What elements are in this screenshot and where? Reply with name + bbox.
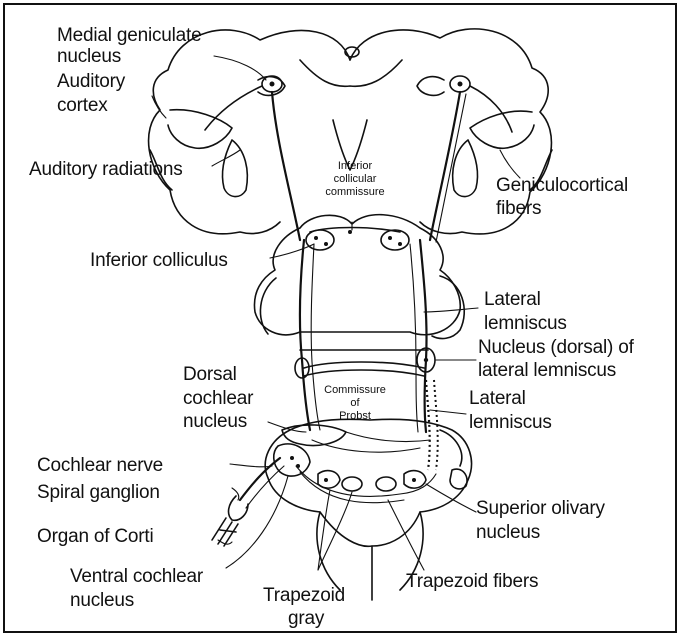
label-commissure-probst-line1: Commissure (320, 384, 390, 396)
label-inferior-colliculus: Inferior colliculus (90, 249, 228, 272)
left-lateral-lemniscus-inner (311, 244, 320, 430)
label-trapezoid-gray-line1: Trapezoid (263, 584, 345, 607)
label-organ-of-corti: Organ of Corti (37, 525, 154, 548)
label-spiral-ganglion: Spiral ganglion (37, 481, 160, 504)
right-ascending-tract-a (430, 92, 460, 240)
leader-trapezoid-fibers (388, 500, 424, 570)
label-inferior-collicular-line3: commissure (318, 186, 392, 198)
right-insula (453, 140, 478, 197)
label-dorsal-cochlear-line1: Dorsal (183, 363, 237, 386)
left-superior-olive (318, 471, 340, 488)
label-superior-olivary-line2: nucleus (476, 521, 540, 544)
leader-medial-geniculate (214, 56, 266, 80)
left-pontine-bulge (260, 278, 276, 334)
dotted-tract (426, 380, 430, 470)
label-nucleus-ll-line2: lateral lemniscus (478, 359, 616, 382)
leader-lateral-lemniscus-upper (424, 308, 478, 312)
label-superior-olivary-line1: Superior olivary (476, 497, 605, 520)
label-lateral-lemniscus-upper-line1: Lateral (484, 288, 541, 311)
label-trapezoid-gray-line2: gray (288, 607, 324, 630)
midline-contour (300, 60, 402, 86)
left-lateral-lemniscus (300, 240, 310, 430)
label-lateral-lemniscus-upper-line2: lemniscus (484, 312, 567, 335)
right-pontine-bulge (432, 276, 464, 338)
organ-of-corti (212, 518, 238, 546)
left-temporal-lobe (168, 110, 232, 149)
label-inferior-collicular-line2: collicular (325, 173, 385, 185)
left-hemisphere-outline (149, 30, 350, 234)
left-dorsal-cochlear-nucleus (282, 425, 346, 446)
leader-dorsal-cochlear (268, 422, 306, 432)
label-medial-geniculate-line1: Medial geniculate (57, 24, 201, 47)
label-nucleus-ll-line1: Nucleus (dorsal) of (478, 336, 634, 359)
left-insula (222, 140, 247, 197)
left-auditory-radiation (205, 86, 262, 130)
label-dorsal-cochlear-line2: cochlear (183, 387, 253, 410)
left-ascending-tract (272, 92, 300, 240)
midbrain-outline (254, 215, 460, 335)
label-auditory-radiations: Auditory radiations (29, 158, 183, 181)
right-ascending-tract-b (436, 94, 466, 242)
left-ventral-cochlear-nucleus (274, 444, 310, 476)
label-lateral-lemniscus-lower-line1: Lateral (469, 387, 526, 410)
label-commissure-probst-line2: of (320, 397, 390, 409)
label-ventral-cochlear-line1: Ventral cochlear (70, 565, 203, 588)
right-lateral-lemniscus (420, 240, 427, 432)
right-lateral-ventricle (417, 77, 444, 96)
leader-ventral-cochlear (226, 476, 288, 568)
right-temporal-lobe (470, 111, 534, 148)
label-medial-geniculate-line2: nucleus (57, 45, 121, 68)
label-cochlear-nerve: Cochlear nerve (37, 454, 163, 477)
label-inferior-collicular-line1: Inferior (330, 160, 380, 172)
label-ventral-cochlear-line2: nucleus (70, 589, 134, 612)
label-dorsal-cochlear-line3: nucleus (183, 410, 247, 433)
label-geniculocortical-line1: Geniculocortical (496, 174, 628, 197)
label-geniculocortical-line2: fibers (496, 197, 541, 220)
cochlear-nerve (240, 458, 280, 500)
label-lateral-lemniscus-lower-line2: lemniscus (469, 411, 552, 434)
leader-inferior-colliculus (270, 244, 314, 258)
commissure-of-probst (304, 362, 424, 368)
right-inferior-colliculus (381, 230, 409, 250)
right-geniculocortical-fibers (470, 86, 512, 132)
label-auditory-cortex-line1: Auditory (57, 70, 125, 93)
right-lateral-lemniscus-inner (410, 244, 418, 432)
leader-superior-olivary (426, 484, 476, 512)
left-inferior-colliculus (306, 230, 334, 250)
label-commissure-probst-line3: Probst (320, 410, 390, 422)
label-auditory-cortex-line2: cortex (57, 94, 108, 117)
label-trapezoid-fibers: Trapezoid fibers (406, 570, 538, 593)
leader-lateral-lemniscus-lower (430, 410, 466, 414)
